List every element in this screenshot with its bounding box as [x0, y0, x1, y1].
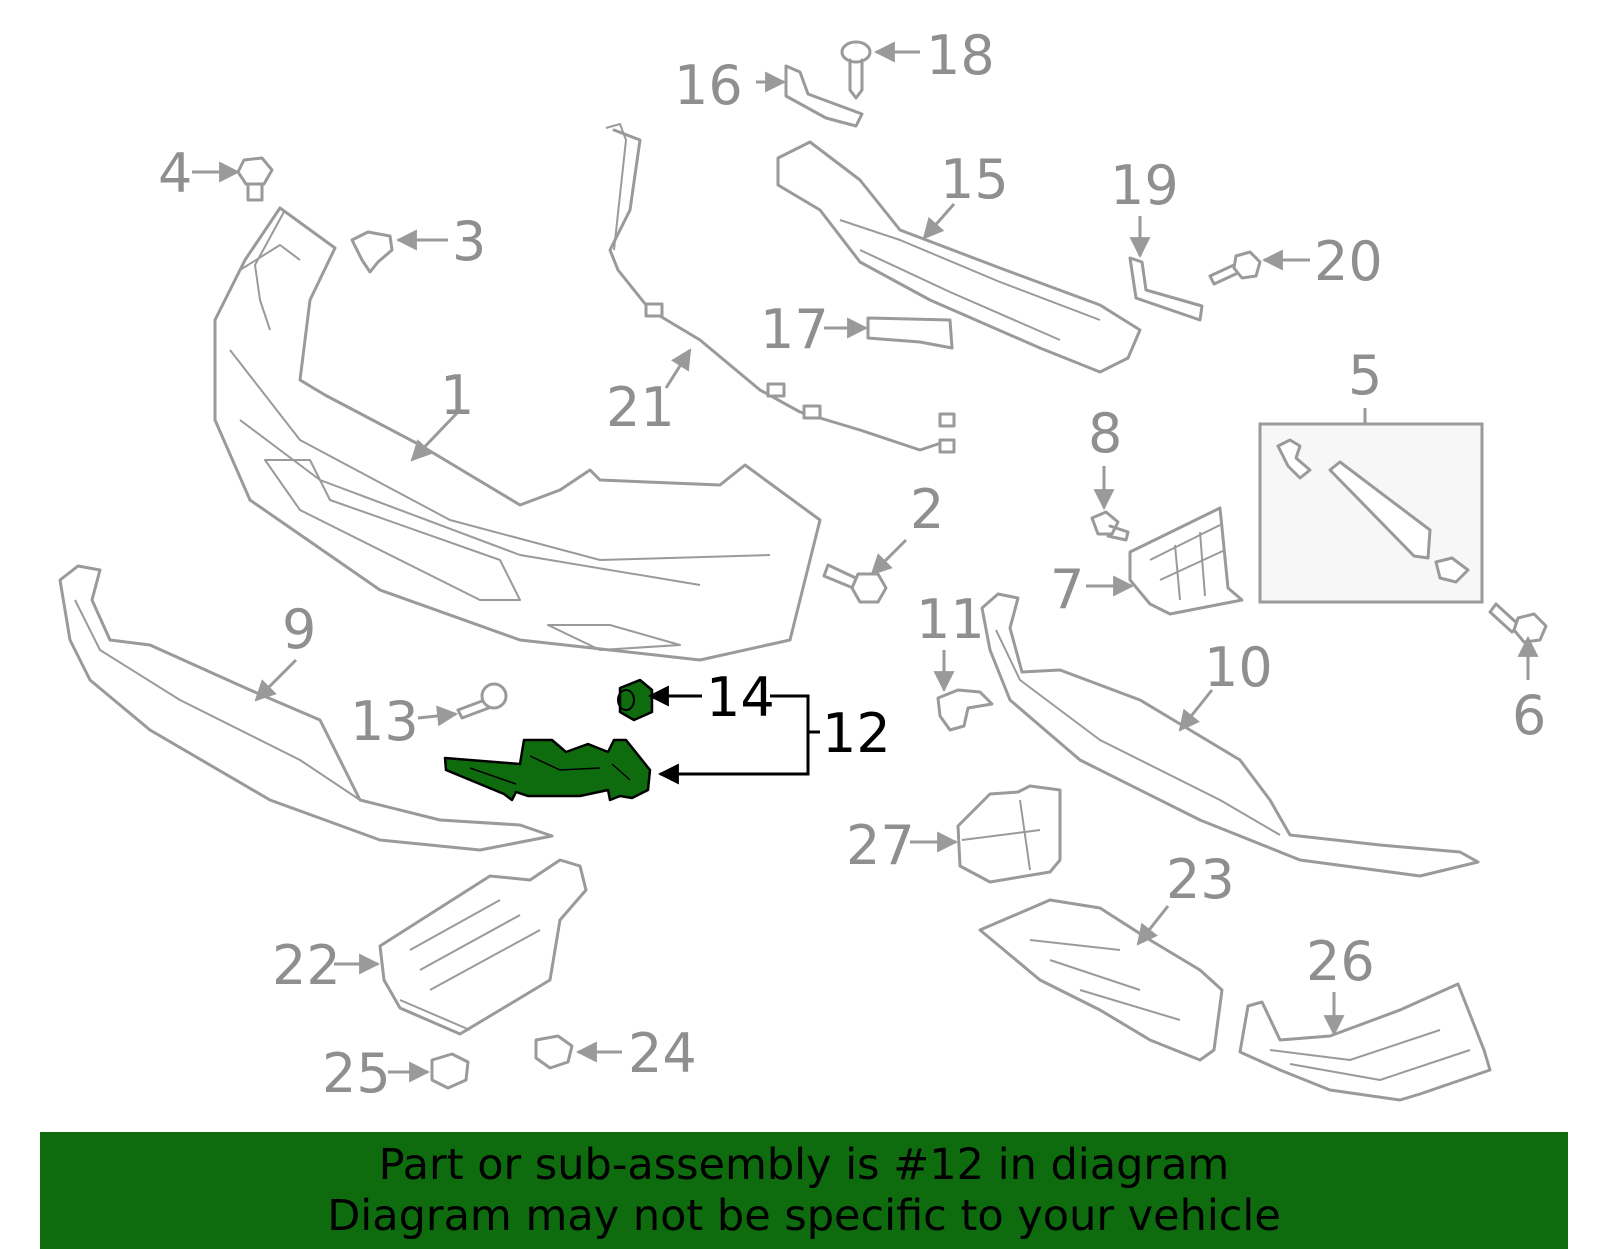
bracket-part-27 — [956, 784, 1062, 884]
callout-27: 27 — [846, 814, 915, 877]
callout-24: 24 — [628, 1022, 697, 1085]
callout-16: 16 — [674, 54, 743, 117]
callout-26: 26 — [1306, 930, 1375, 993]
callout-8: 8 — [1088, 402, 1122, 465]
callout-17: 17 — [760, 298, 829, 361]
callout-13: 13 — [350, 690, 419, 753]
bracket-part-7 — [1128, 506, 1244, 616]
info-banner-line-2: Diagram may not be specific to your vehi… — [327, 1191, 1281, 1241]
screw-part-13 — [456, 682, 508, 720]
callout-4: 4 — [158, 142, 192, 205]
callout-25: 25 — [322, 1042, 391, 1105]
highlighted-part-12 — [443, 738, 652, 802]
callout-9: 9 — [282, 598, 316, 661]
bracket-part-17 — [866, 316, 954, 350]
leader-lines — [192, 41, 1539, 1083]
nut-part-25 — [430, 1052, 470, 1090]
callout-21: 21 — [606, 376, 675, 439]
callout-2: 2 — [910, 478, 944, 541]
deflector-part-26 — [1238, 982, 1492, 1102]
lower-molding-right-part-10 — [980, 592, 1480, 878]
clip-part-11 — [936, 688, 994, 732]
callout-11: 11 — [916, 588, 985, 651]
screw-part-18 — [840, 40, 872, 100]
bracket-part-16 — [784, 64, 864, 128]
info-banner-line-1: Part or sub-assembly is #12 in diagram — [378, 1140, 1230, 1190]
callout-6: 6 — [1512, 684, 1546, 747]
splash-shield-part-22 — [378, 858, 588, 1036]
callout-3: 3 — [452, 210, 486, 273]
bracket-part-19 — [1128, 256, 1204, 322]
callout-7: 7 — [1050, 558, 1084, 621]
undercover-part-23 — [978, 898, 1224, 1062]
kit-box-part-5 — [1258, 422, 1484, 604]
callout-labels: 1 2 3 4 5 6 7 8 9 10 11 12 13 14 15 16 1… — [158, 24, 1546, 1105]
callout-20: 20 — [1314, 230, 1383, 293]
reinforcement-beam-part-15 — [776, 140, 1142, 374]
callout-22: 22 — [272, 934, 341, 997]
callout-23: 23 — [1166, 848, 1235, 911]
callout-18: 18 — [926, 24, 995, 87]
callout-15: 15 — [940, 148, 1009, 211]
callout-10: 10 — [1204, 636, 1273, 699]
callout-5: 5 — [1348, 344, 1382, 407]
info-banner: Part or sub-assembly is #12 in diagram D… — [40, 1132, 1568, 1249]
wiring-harness-part-21 — [605, 123, 956, 454]
callout-14: 14 — [706, 666, 775, 729]
nut-part-24 — [534, 1034, 574, 1070]
callout-12: 12 — [822, 702, 891, 765]
callout-1: 1 — [440, 364, 474, 427]
bumper-cover-part — [213, 206, 822, 662]
clip-part-3 — [350, 230, 394, 274]
lower-molding-left-part-9 — [58, 564, 554, 852]
bolt-part-4 — [236, 156, 274, 202]
push-pin-part-8 — [1090, 510, 1130, 542]
highlighted-part-14 — [617, 678, 654, 722]
bolt-part-20 — [1208, 250, 1262, 286]
highlight-leader-lines — [647, 685, 820, 785]
callout-19: 19 — [1110, 154, 1179, 217]
bolt-part-2 — [822, 563, 888, 604]
bolt-part-6 — [1488, 602, 1548, 644]
